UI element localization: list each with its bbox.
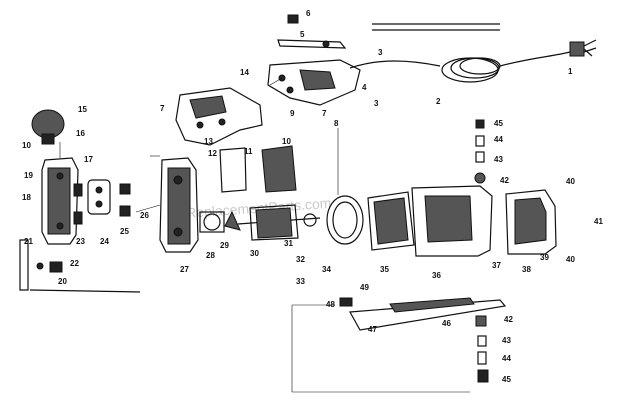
label-20: 20 xyxy=(58,277,67,286)
label-7b: 7 xyxy=(322,109,327,118)
label-1: 1 xyxy=(568,67,573,76)
label-18: 18 xyxy=(22,193,31,202)
label-37: 37 xyxy=(492,261,501,270)
frame-lines xyxy=(291,304,470,393)
label-40a: 40 xyxy=(566,177,575,186)
label-43b: 43 xyxy=(502,336,511,345)
label-26: 26 xyxy=(140,211,149,220)
field-coil xyxy=(367,191,415,251)
control-knob xyxy=(31,109,65,145)
label-24: 24 xyxy=(100,237,109,246)
label-44b: 44 xyxy=(502,354,511,363)
label-32: 32 xyxy=(296,255,305,264)
label-10a: 10 xyxy=(22,141,31,150)
label-28: 28 xyxy=(206,251,215,260)
label-38: 38 xyxy=(522,265,531,274)
label-33: 33 xyxy=(296,277,305,286)
label-7a: 7 xyxy=(160,104,165,113)
label-10b: 10 xyxy=(282,137,291,146)
handle-housing xyxy=(175,87,263,146)
label-8: 8 xyxy=(334,119,339,128)
label-9: 9 xyxy=(290,109,295,118)
label-45a: 45 xyxy=(494,119,503,128)
cord-clamp xyxy=(277,14,347,49)
label-30: 30 xyxy=(250,249,259,258)
brush-assembly-upper xyxy=(474,119,486,184)
part-labels: 1 2 3 3 4 5 6 7 7 8 9 10 10 11 12 13 14 … xyxy=(22,9,603,384)
label-35: 35 xyxy=(380,265,389,274)
armature xyxy=(199,204,321,241)
switch-parts xyxy=(73,179,131,225)
label-36: 36 xyxy=(432,271,441,280)
label-4: 4 xyxy=(362,83,367,92)
label-45b: 45 xyxy=(502,375,511,384)
baffle xyxy=(326,195,364,245)
power-cord xyxy=(349,23,597,83)
label-19: 19 xyxy=(24,171,33,180)
label-31: 31 xyxy=(284,239,293,248)
label-44a: 44 xyxy=(494,135,503,144)
label-41: 41 xyxy=(594,217,603,226)
label-6: 6 xyxy=(306,9,311,18)
label-14: 14 xyxy=(240,68,249,77)
label-22: 22 xyxy=(70,259,79,268)
label-42b: 42 xyxy=(504,315,513,324)
label-43a: 43 xyxy=(494,155,503,164)
end-cap xyxy=(505,189,557,255)
left-housing xyxy=(41,157,79,245)
label-39: 39 xyxy=(540,253,549,262)
handle-cover-top xyxy=(267,59,361,106)
label-5: 5 xyxy=(300,30,305,39)
leader-lines xyxy=(59,77,339,213)
label-40b: 40 xyxy=(566,255,575,264)
label-47: 47 xyxy=(368,325,377,334)
label-16: 16 xyxy=(76,129,85,138)
label-34: 34 xyxy=(322,265,331,274)
label-3b: 3 xyxy=(374,99,379,108)
label-11: 11 xyxy=(244,147,253,156)
label-48: 48 xyxy=(326,300,335,309)
label-2: 2 xyxy=(436,97,441,106)
label-17: 17 xyxy=(84,155,93,164)
label-27: 27 xyxy=(180,265,189,274)
label-25: 25 xyxy=(120,227,129,236)
blade-area xyxy=(19,239,141,293)
brush-assembly-lower xyxy=(475,315,489,383)
label-3a: 3 xyxy=(378,48,383,57)
label-21: 21 xyxy=(24,237,33,246)
motor-housing xyxy=(411,185,493,257)
base-shoe xyxy=(339,297,507,331)
label-42a: 42 xyxy=(500,176,509,185)
gear-housing xyxy=(159,157,199,253)
plate xyxy=(219,145,297,193)
label-12: 12 xyxy=(208,149,217,158)
label-13: 13 xyxy=(204,137,213,146)
label-49: 49 xyxy=(360,283,369,292)
label-15: 15 xyxy=(78,105,87,114)
label-23: 23 xyxy=(76,237,85,246)
label-46: 46 xyxy=(442,319,451,328)
label-29: 29 xyxy=(220,241,229,250)
